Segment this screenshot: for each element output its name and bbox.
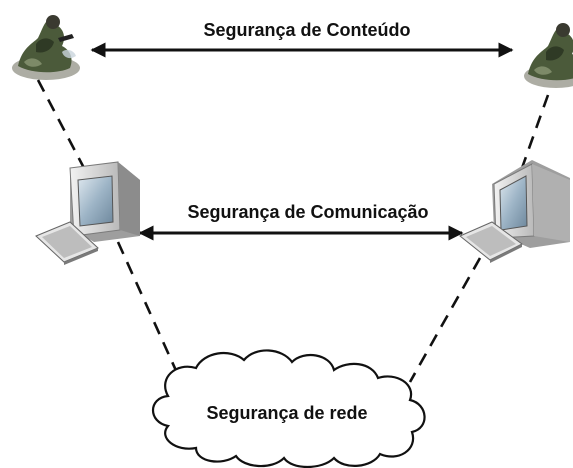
right-upper-dashed-line	[520, 94, 550, 169]
left-computer-icon	[35, 161, 140, 265]
right-lower-dashed-line	[408, 257, 482, 383]
right-computer-icon	[459, 160, 570, 263]
communication-security-label: Segurança de Comunicação	[187, 202, 428, 222]
right-soldier-icon	[524, 23, 573, 88]
left-lower-dashed-line	[116, 241, 180, 376]
left-upper-dashed-line	[36, 79, 87, 171]
network-security-label: Segurança de rede	[206, 403, 367, 423]
content-security-label: Segurança de Conteúdo	[203, 20, 410, 40]
left-soldier-icon	[12, 15, 80, 80]
network-cloud-icon	[152, 349, 426, 468]
